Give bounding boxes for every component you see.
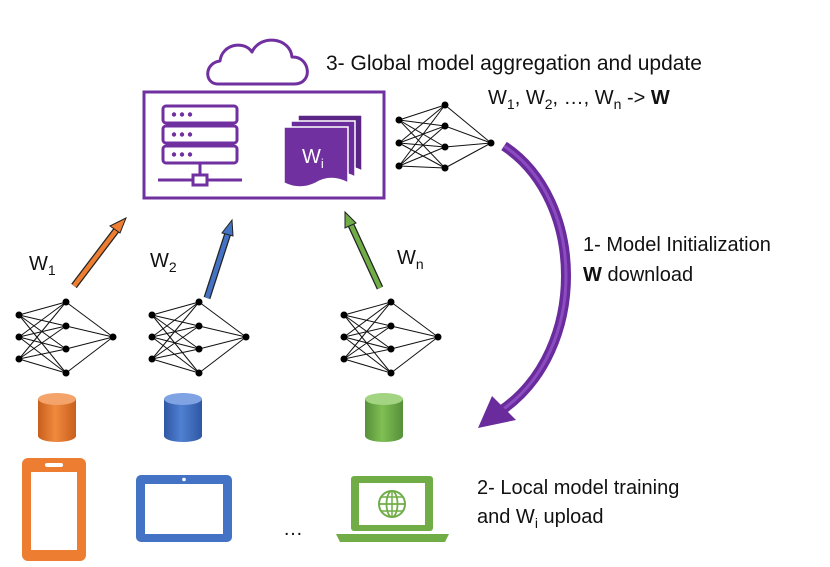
client-1-database-icon — [38, 393, 76, 442]
nn-edge — [18, 336, 67, 374]
nn-edge — [343, 325, 392, 360]
nn-node — [340, 355, 348, 363]
nn-node — [195, 298, 203, 306]
nn-edge — [198, 301, 247, 338]
nn-edge — [18, 301, 67, 360]
nn-edge — [151, 314, 200, 374]
nn-edge — [151, 314, 200, 327]
client-n-database-icon — [365, 393, 403, 442]
nn-edge — [65, 325, 114, 338]
nn-edge — [18, 301, 67, 316]
nn-edge — [18, 325, 67, 338]
nn-node — [15, 311, 23, 319]
nn-node — [242, 333, 250, 341]
nn-node — [15, 355, 23, 363]
nn-node — [62, 298, 70, 306]
upload-arrow-1 — [71, 216, 127, 289]
aggregation-title: 3- Global model aggregation and update — [326, 52, 702, 75]
nn-node — [62, 322, 70, 330]
cycle-arrow-icon — [478, 141, 571, 428]
client-n-weight-label: Wn — [397, 247, 424, 272]
laptop-icon — [336, 476, 449, 542]
nn-node — [148, 333, 156, 341]
nn-edge — [151, 348, 200, 360]
nn-edge — [151, 325, 200, 338]
nn-node — [387, 322, 395, 330]
nn-edge — [343, 325, 392, 338]
nn-edge — [343, 336, 392, 374]
nn-edge — [343, 301, 392, 338]
client-2-weight-label: W2 — [150, 250, 177, 275]
nn-edge — [18, 314, 67, 327]
nn-edge — [343, 348, 392, 360]
nn-node — [434, 333, 442, 341]
nn-edge — [18, 314, 67, 374]
upload-arrow-2 — [203, 218, 234, 300]
nn-edge — [343, 301, 392, 316]
nn-edge — [343, 358, 392, 374]
nn-edge — [65, 301, 114, 338]
nn-edge — [18, 301, 67, 338]
client-1-weight-label: W1 — [29, 253, 56, 278]
initialization-line-2: W download — [583, 264, 693, 286]
upload-arrow-n — [344, 210, 384, 290]
nn-node — [109, 333, 117, 341]
nn-edge — [390, 336, 439, 374]
server-weights-label: W — [302, 146, 321, 168]
nn-edge — [343, 301, 392, 360]
nn-node — [148, 311, 156, 319]
server-rack-icon — [158, 104, 242, 187]
nn-node — [195, 345, 203, 353]
nn-edge — [390, 325, 439, 338]
server-weights-subscript: i — [321, 156, 324, 171]
local-training-line-2: and Wi upload — [477, 506, 604, 531]
nn-edge — [198, 336, 247, 374]
nn-edge — [151, 325, 200, 360]
server-neural-network-icon — [395, 101, 495, 172]
nn-edge — [198, 336, 247, 350]
client-1-neural-network-icon — [15, 298, 117, 377]
nn-edge — [151, 301, 200, 360]
nn-node — [387, 369, 395, 377]
nn-edge — [18, 348, 67, 360]
nn-node — [195, 322, 203, 330]
client-n-neural-network-icon — [340, 298, 442, 377]
clients-ellipsis: … — [283, 518, 303, 540]
tablet-icon — [136, 475, 232, 542]
nn-edge — [18, 325, 67, 360]
nn-node — [62, 345, 70, 353]
nn-edge — [343, 314, 392, 327]
nn-edge — [343, 314, 392, 374]
nn-node — [15, 333, 23, 341]
nn-edge — [151, 336, 200, 374]
local-training-line-1: 2- Local model training — [477, 477, 679, 499]
nn-node — [340, 311, 348, 319]
nn-edge — [390, 336, 439, 350]
nn-edge — [65, 336, 114, 374]
smartphone-icon — [22, 458, 86, 561]
nn-node — [340, 333, 348, 341]
weights-document-icon: Wi — [283, 114, 363, 188]
nn-node — [148, 355, 156, 363]
nn-node — [387, 345, 395, 353]
nn-node — [62, 369, 70, 377]
svg-text:Wi: Wi — [302, 146, 324, 171]
cloud-icon — [206, 38, 309, 86]
nn-node — [195, 369, 203, 377]
nn-node — [387, 298, 395, 306]
nn-edge — [198, 325, 247, 338]
nn-edge — [390, 301, 439, 338]
nn-edge — [65, 336, 114, 350]
nn-edge — [151, 301, 200, 338]
globe-icon — [378, 490, 406, 518]
client-2-database-icon — [164, 393, 202, 442]
nn-edge — [151, 358, 200, 374]
nn-edge — [151, 301, 200, 316]
nn-edge — [18, 358, 67, 374]
aggregation-formula: W1, W2, …, Wn -> W — [488, 87, 670, 112]
client-2-neural-network-icon — [148, 298, 250, 377]
initialization-line-1: 1- Model Initialization — [583, 234, 771, 256]
